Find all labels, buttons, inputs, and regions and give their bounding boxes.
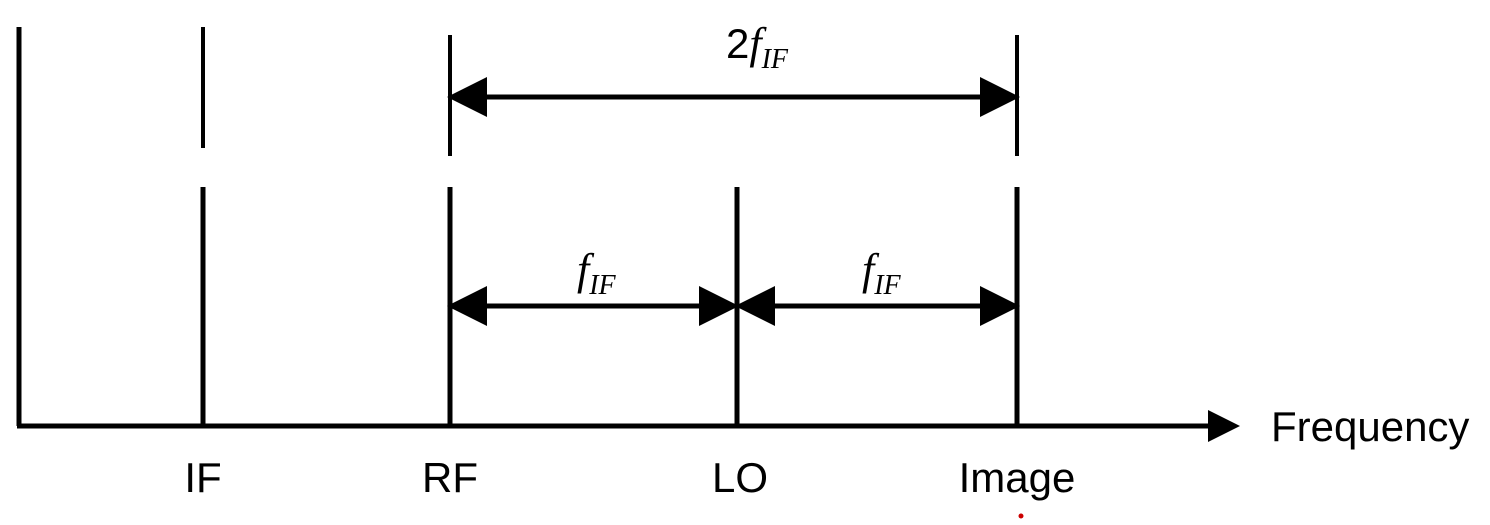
stray-red-dot bbox=[1018, 513, 1024, 519]
frequency-axis-label: Frequency bbox=[1271, 403, 1469, 450]
frequency-axis-arrowhead bbox=[1208, 410, 1240, 442]
span-label-rf-image: 2fIF bbox=[726, 19, 789, 75]
span-label-lo-image: fIF bbox=[862, 245, 902, 301]
marker-label-image: Image bbox=[959, 454, 1076, 501]
marker-label-if: IF bbox=[184, 454, 221, 501]
marker-label-lo: LO bbox=[712, 454, 768, 501]
span-label-rf-lo: fIF bbox=[577, 245, 617, 301]
marker-label-rf: RF bbox=[422, 454, 478, 501]
